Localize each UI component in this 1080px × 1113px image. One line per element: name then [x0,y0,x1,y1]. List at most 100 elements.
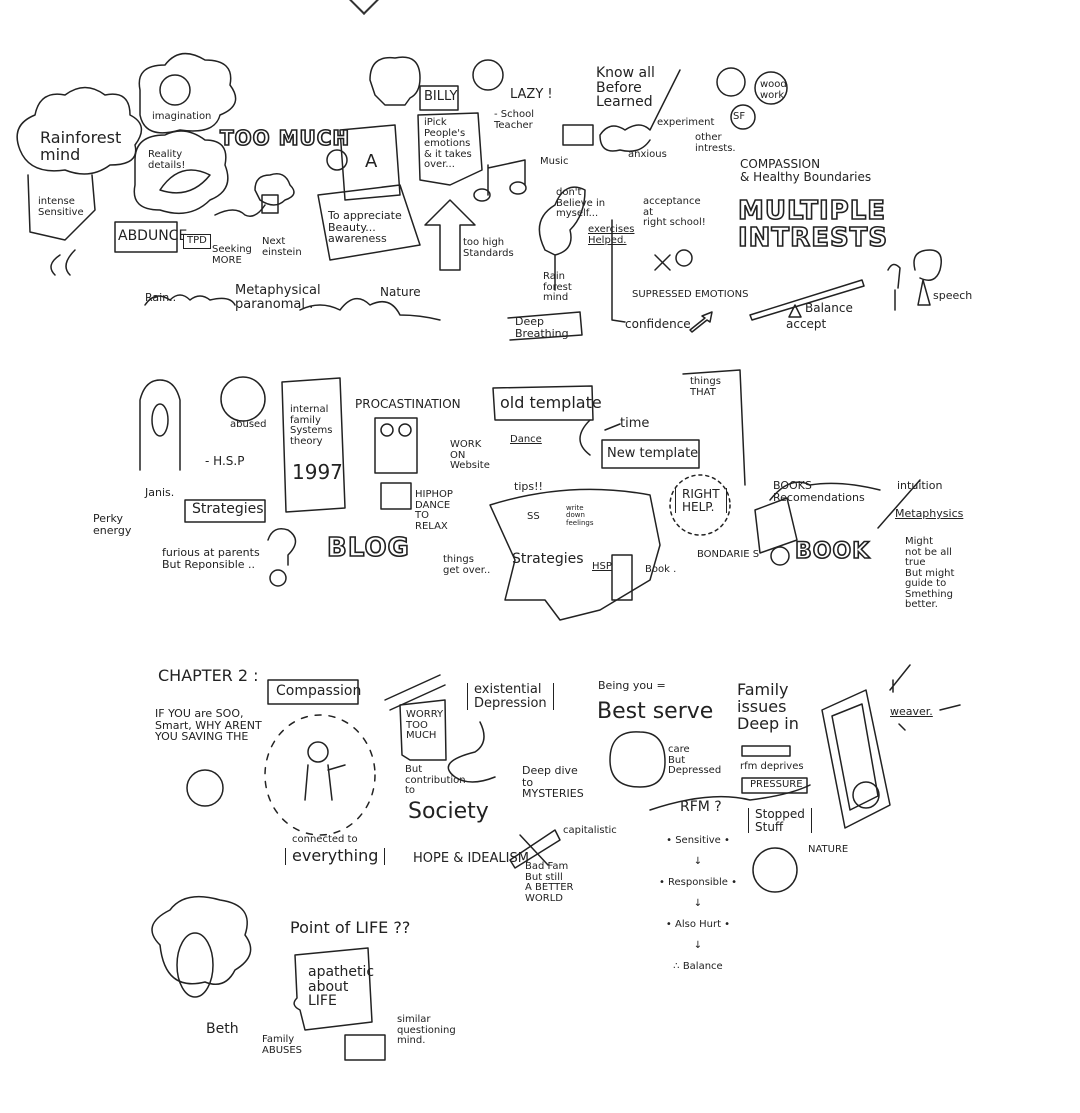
label-pick-emotions: iPick People's emotions & it takes over.… [424,117,472,170]
pressure-box [741,777,808,794]
label-time: time [620,416,650,431]
label-blog: BLOG [326,533,410,563]
label-old-template: old template [500,393,602,412]
label-experiment: experiment [657,117,715,128]
label-qa: A [365,151,378,172]
tips-cloud-icon [489,488,661,621]
label-perky-energy: Perky energy [93,512,132,537]
label-new-template: New template [607,446,699,461]
label-beth: Beth [206,1021,239,1037]
label-deep-breathing: Deep Breathing [515,315,569,340]
right-help-circle [669,474,731,536]
label-intuition: intuition [897,479,943,492]
rfm-arrow: ↓ [693,897,703,909]
lazy-girl-icon [472,59,504,91]
qa-book-icon [317,124,421,261]
apathetic-card [293,947,373,1031]
abused-bubble-icon [220,376,266,422]
balance-seesaw-icon [749,279,865,321]
label-intense-sensitive: intense Sensitive [38,196,84,218]
label-sf: SF [733,111,746,122]
label-hiphop: HIPHOP DANCE TO RELAX [415,489,453,532]
label-abdunce: ABDUNCE [118,228,188,244]
drum-icon [562,124,594,146]
label-existential-depression: existential Depression [467,683,554,711]
label-know-all: Know all Before Learned [596,65,655,111]
abdunce-box [114,221,178,253]
bandage-icon [509,829,561,869]
compassion-banner [267,679,359,705]
label-if-you-are-so-smart: IF YOU are SOO, Smart, WHY ARENT YOU SAV… [155,707,262,744]
label-similar-mind: similar questioning mind. [397,1014,456,1046]
label-abused: abused [230,419,267,430]
rfm-list: • Sensitive • ↓ • Responsible • ↓ • Also… [658,825,738,983]
label-tpd: TPD [183,234,211,249]
girl-icon [852,781,880,809]
label-boundaries: BONDARIE S [697,549,760,560]
label-book: Book . [645,564,677,575]
label-compassion: Compassion [276,683,362,699]
label-procrastination: PROCASTINATION [355,397,461,411]
label-but-contribution: But contribution to [405,764,466,796]
ifs-book-icon [281,377,346,513]
worry-card [399,699,447,761]
label-janis: Janis. [145,486,175,499]
label-strategies: Strategies [192,501,264,517]
label-acceptance: acceptance at right school! [643,196,706,228]
label-rainforest-mind: Rainforest mind [40,128,122,164]
old-template-box [492,385,594,421]
label-books-recommendations: BOOKS Recomendations [773,479,865,504]
label-weaver: weaver. [890,705,933,718]
label-family-abuses: Family ABUSES [262,1034,303,1056]
label-metaphysics: Metaphysics [895,507,964,520]
person-icon [307,741,329,763]
label-metaphysical: Metaphysical paranomal . [235,283,321,312]
tree-icon [538,186,586,291]
label-multiple-interests: MULTIPLE INTRESTS [737,196,889,254]
label-dance: Dance [510,434,542,445]
label-imagination: imagination [152,111,212,122]
label-seeking-more: Seeking MORE [212,244,252,266]
label-bad-fam: Bad Fam But still A BETTER WORLD [525,861,574,904]
label-capitalistic: capitalistic [563,825,617,836]
rfm-item: • Also Hurt • [665,918,731,930]
label-apathetic: apathetic about LIFE [308,964,375,1010]
microphone-icon [887,263,901,311]
label-tips: tips!! [514,480,543,493]
label-rain-forest-mind: Rain forest mind [543,271,572,303]
label-wood-work: wood work [760,79,787,101]
hsp-book-icon [611,554,633,601]
label-too-much: TOO MUCH [219,126,351,150]
label-worry-too-much: WORRY TOO MUCH [406,709,444,741]
rfm-arrow: ↓ [693,939,703,951]
sad-face-icon [675,249,693,267]
magnifier-icon [770,546,790,566]
billy-face-icon [369,56,421,106]
label-ifs-book: internal family Systems theory [290,404,333,447]
label-anxious: anxious [628,149,667,160]
janis-icon [139,379,181,471]
girl-face-icon [609,731,666,788]
label-hsp-book: HSP [592,561,612,572]
label-next-einstein: Next einstein [262,236,302,258]
label-point-of-life: Point of LIFE ?? [290,918,411,937]
arrow-up-icon [424,199,476,271]
label-things-get-over: things get over.. [443,554,491,576]
speaker-head-icon [913,249,942,306]
label-everything: everything [285,847,386,865]
label-appreciate-beauty: To appreciate Beauty... awareness [328,209,402,246]
strategies-banner [184,499,266,523]
label-accept: accept [786,317,827,331]
label-stopped-stuff: Stopped Stuff [748,808,812,834]
label-strategies-2: Strategies [512,551,584,567]
frame-icon [821,689,891,829]
label-rfm-deprives: rfm deprives [740,761,804,772]
label-supressed-emotions: SUPRESSED EMOTIONS [632,289,749,300]
label-book-big: BOOK [794,539,871,564]
label-nature: Nature [380,285,421,299]
label-dont-believe: don't Believe in myself... [556,187,606,219]
leaf-cloud-icon [133,130,229,215]
pencil-icon [384,674,446,711]
label-deep-dive: Deep dive to MYSTERIES [522,764,584,801]
